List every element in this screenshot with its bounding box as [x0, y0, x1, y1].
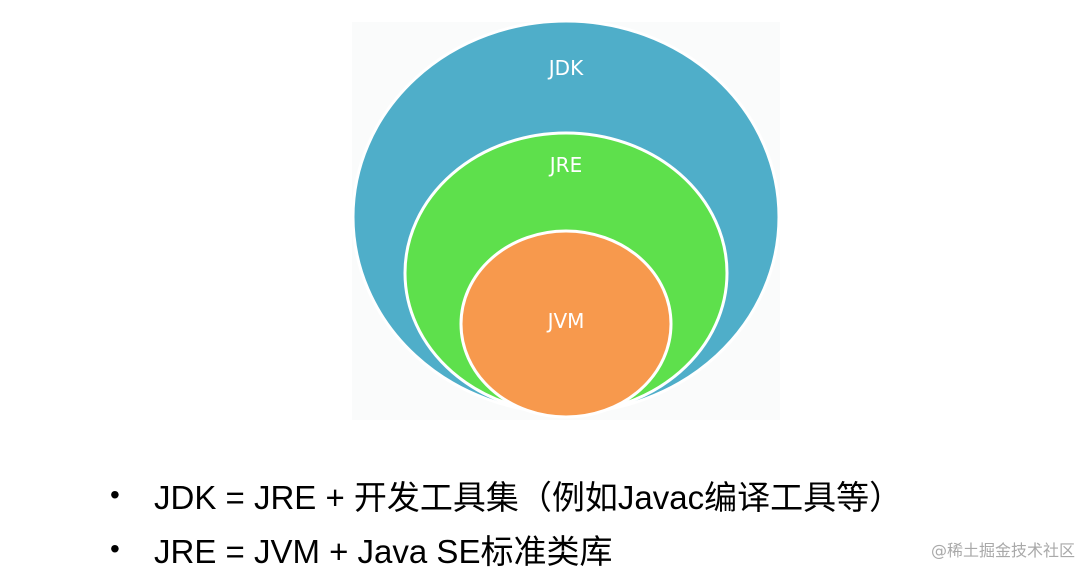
bullet-icon: •: [110, 479, 120, 510]
definition-list: • JDK = JRE + 开发工具集（例如Javac编译工具等） • JRE …: [110, 468, 902, 576]
list-item: • JRE = JVM + Java SE标准类库: [110, 522, 902, 576]
jre-definition: JRE = JVM + Java SE标准类库: [154, 533, 613, 570]
watermark: @稀土掘金技术社区: [930, 541, 1075, 560]
jvm-circle: [459, 229, 673, 419]
jre-label: JRE: [548, 153, 582, 177]
jvm-label: JVM: [546, 309, 585, 333]
jdk-label: JDK: [547, 56, 584, 80]
bullet-icon: •: [110, 533, 120, 564]
jdk-definition: JDK = JRE + 开发工具集（例如Javac编译工具等）: [154, 479, 903, 516]
list-item: • JDK = JRE + 开发工具集（例如Javac编译工具等）: [110, 468, 902, 522]
